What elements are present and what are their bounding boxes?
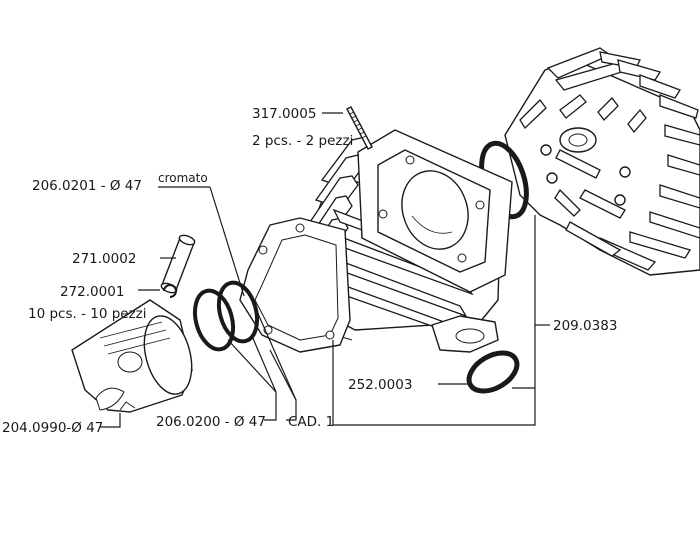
label-pin-clip-qty: 10 pcs. - 10 pezzi: [28, 306, 147, 322]
label-cad: CAD. 1: [288, 414, 334, 430]
head-screw: [346, 106, 373, 150]
piston-ring: [192, 288, 236, 352]
cylinder: [299, 129, 513, 353]
leader-lines: [100, 112, 550, 428]
label-ring-chrome: 206.0201 - Ø 47: [32, 178, 142, 194]
label-chrome-note: cromato: [158, 171, 208, 185]
piston: [71, 299, 193, 413]
label-ring: 206.0200 - Ø 47: [156, 414, 266, 430]
exhaust-gasket: [466, 350, 520, 394]
pin-clip: [163, 284, 177, 298]
label-piston: 204.0990-Ø 47: [2, 420, 103, 436]
label-piston-pin: 271.0002: [72, 251, 136, 267]
label-exhaust-gasket: 252.0003: [348, 377, 412, 393]
piston-pin: [160, 234, 196, 294]
label-kit: 209.0383: [553, 318, 617, 334]
base-gasket: [239, 217, 351, 353]
label-head-screw-qty: 2 pcs. - 2 pezzi: [252, 133, 353, 149]
label-pin-clip: 272.0001: [60, 284, 124, 300]
part-labels: 317.0005 2 pcs. - 2 pezzi cromato 206.02…: [2, 106, 617, 436]
label-head-screw: 317.0005: [252, 106, 316, 122]
head-fins: [519, 47, 700, 271]
cylinder-head: [504, 47, 700, 276]
